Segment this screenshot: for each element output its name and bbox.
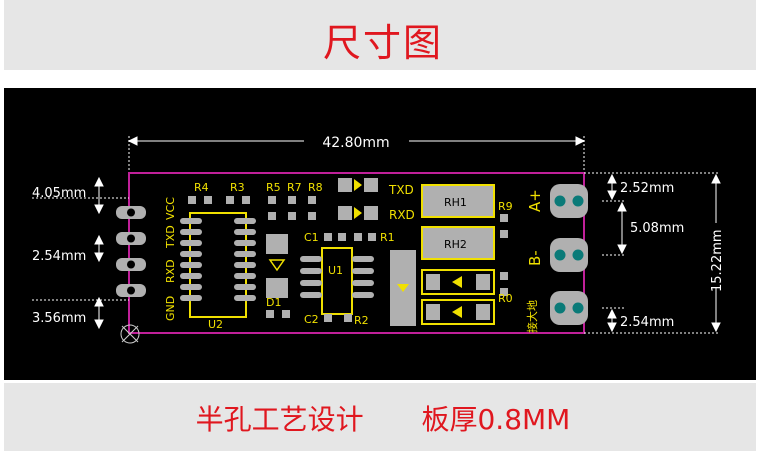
label-r7: R7: [287, 181, 302, 194]
dim-right-top: 2.52mm: [620, 181, 674, 196]
dim-width-label: 42.80mm: [322, 135, 389, 151]
dim-left-pitch: 2.54mm: [32, 249, 86, 264]
left-dim-lines: [32, 176, 129, 330]
resistors-r5-r7-r8: [268, 196, 316, 220]
footer-thickness: 板厚0.8MM: [421, 403, 571, 436]
pcb-svg: 42.80mm 4.05mm 2.54mm 3.56mm GND RXD TXD…: [32, 135, 725, 344]
footer-process: 半孔工艺设计: [195, 403, 364, 436]
diode-d1: [266, 234, 290, 318]
label-c2: C2: [304, 313, 319, 326]
tvs-column: [390, 250, 416, 326]
label-d1: D1: [266, 296, 281, 309]
label-u2: U2: [208, 318, 223, 331]
label-r4: R4: [194, 181, 209, 194]
right-pin-labels: A+ B- 接大地: [525, 189, 544, 333]
footer-text: 半孔工艺设计 板厚0.8MM: [0, 398, 766, 438]
label-txd: TXD: [388, 183, 414, 197]
right-terminals: [550, 184, 588, 325]
rh-fuses: [421, 184, 495, 260]
dim-height: 15.22mm: [710, 229, 725, 292]
label-rxd: RXD: [389, 208, 415, 222]
pin-rxd: RXD: [164, 259, 177, 283]
label-r8: R8: [308, 181, 323, 194]
title-band: [4, 0, 756, 70]
r2-pads: [324, 314, 352, 322]
chip-u1: [300, 247, 374, 315]
dim-right-pitch: 5.08mm: [630, 221, 684, 236]
dim-left-top: 4.05mm: [32, 186, 86, 201]
footer-band: [4, 383, 756, 451]
page-title: 尺寸图: [322, 21, 443, 65]
label-r9: R9: [498, 200, 513, 213]
label-rh2: RH2: [444, 238, 467, 251]
leds: [338, 178, 378, 220]
label-u1: U1: [328, 264, 343, 277]
dim-left-bottom: 3.56mm: [32, 311, 86, 326]
pin-a-plus: A+: [526, 189, 544, 212]
pin-earth: 接大地: [525, 300, 539, 333]
label-r3: R3: [230, 181, 245, 194]
c1-r1-row: [324, 233, 376, 241]
dim-right-bottom: 2.54mm: [620, 315, 674, 330]
label-c1: C1: [304, 231, 319, 244]
pin-b-minus: B-: [526, 250, 544, 266]
r9-r0-pads: [500, 214, 508, 296]
diodes-bottom: [421, 269, 495, 325]
label-r2: R2: [354, 314, 369, 327]
label-rh1: RH1: [444, 196, 467, 209]
left-pin-labels: GND RXD TXD VCC: [164, 197, 177, 321]
label-r1: R1: [380, 231, 395, 244]
pin-vcc: VCC: [164, 197, 177, 220]
pin-txd: TXD: [164, 225, 177, 249]
right-dim-lines: [584, 172, 721, 334]
left-pads: [116, 206, 146, 297]
resistors-r4-r3: [188, 196, 250, 204]
fiducial-mark: [120, 324, 140, 344]
pcb-diagram: 42.80mm 4.05mm 2.54mm 3.56mm GND RXD TXD…: [4, 88, 756, 380]
pin-gnd: GND: [164, 296, 177, 321]
chip-u2: [180, 212, 256, 318]
label-r5: R5: [266, 181, 281, 194]
label-r0: R0: [498, 292, 513, 305]
dim-width: [127, 136, 586, 171]
